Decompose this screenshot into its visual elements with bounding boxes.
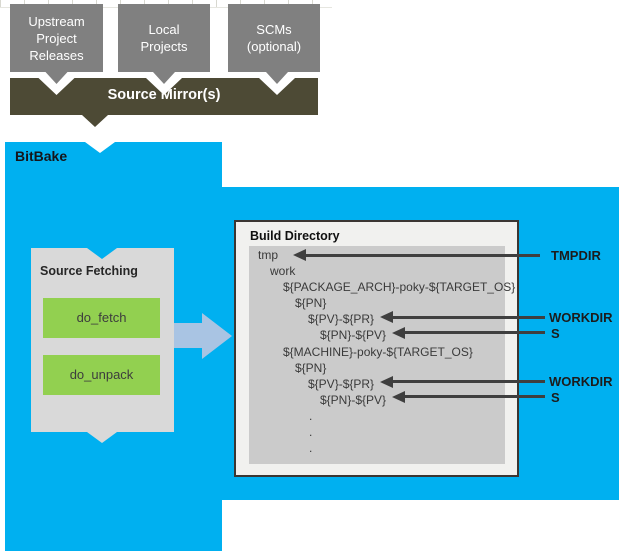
dir-entry-work: work xyxy=(270,264,296,279)
build-directory-title: Build Directory xyxy=(250,229,340,243)
dir-entry-ellipsis-dot: . xyxy=(309,441,313,456)
s-arrow-2 xyxy=(392,390,545,403)
arrowhead-left-icon xyxy=(380,311,393,323)
arrow-shaft xyxy=(402,331,545,334)
dir-entry-pv-pr-2: ${PV}-${PR} xyxy=(308,376,375,391)
arrowhead-left-icon xyxy=(392,390,405,403)
arrow-shaft xyxy=(390,380,545,383)
dir-entry-pn: ${PN} xyxy=(295,296,327,311)
arrowhead-left-icon xyxy=(392,326,405,339)
arrow-shaft xyxy=(402,395,545,398)
arrow-shaft xyxy=(390,315,545,319)
arrowhead-left-icon xyxy=(380,375,393,388)
do-unpack-task: do_unpack xyxy=(43,355,160,395)
tmpdir-label: TMPDIR xyxy=(551,248,601,263)
dir-entry-pn-pv: ${PN}-${PV} xyxy=(320,328,387,343)
local-projects-box: Local Projects xyxy=(118,4,210,84)
source-mirrors-bar: Source Mirror(s) xyxy=(10,78,318,127)
workdir-arrow-1 xyxy=(380,311,545,323)
directory-tree: tmp work ${PACKAGE_ARCH}-poky-${TARGET_O… xyxy=(249,246,516,464)
s-label-2: S xyxy=(551,390,560,405)
dir-entry-pn-pv-2: ${PN}-${PV} xyxy=(320,392,387,407)
dir-entry-package-arch: ${PACKAGE_ARCH}-poky-${TARGET_OS} xyxy=(283,280,516,295)
source-fetching-box: Source Fetching do_fetch do_unpack xyxy=(31,248,174,443)
do-fetch-task: do_fetch xyxy=(43,298,160,338)
s-label-1: S xyxy=(551,326,560,341)
scms-optional-box: SCMs (optional) xyxy=(228,4,320,84)
local-projects-label: Local Projects xyxy=(140,22,188,54)
upstream-project-releases-label: Upstream Project Releases xyxy=(28,13,85,63)
dir-entry-pv-pr: ${PV}-${PR} xyxy=(308,312,375,327)
workdir-label-1: WORKDIR xyxy=(549,310,613,325)
workdir-arrow-2 xyxy=(380,375,545,388)
arrow-shaft xyxy=(303,253,540,257)
dir-entry-ellipsis-dot: . xyxy=(309,408,313,423)
dir-entry-tmp: tmp xyxy=(258,248,279,262)
build-directory-box: Build Directory tmp work ${PACKAGE_ARCH}… xyxy=(234,220,519,477)
workdir-label-2: WORKDIR xyxy=(549,374,613,389)
dir-entry-ellipsis-dot: . xyxy=(309,425,313,440)
source-fetching-title: Source Fetching xyxy=(40,264,138,278)
bitbake-label: BitBake xyxy=(15,148,68,164)
dir-entry-pn-2: ${PN} xyxy=(295,360,327,375)
dir-entry-machine: ${MACHINE}-poky-${TARGET_OS} xyxy=(283,344,473,359)
arrowhead-left-icon xyxy=(293,249,306,261)
upstream-project-releases-box: Upstream Project Releases xyxy=(10,4,103,84)
source-mirrors-label: Source Mirror(s) xyxy=(107,87,221,103)
scms-optional-label: SCMs (optional) xyxy=(246,22,302,54)
s-arrow-1 xyxy=(392,326,545,339)
tmpdir-arrow xyxy=(293,249,540,261)
